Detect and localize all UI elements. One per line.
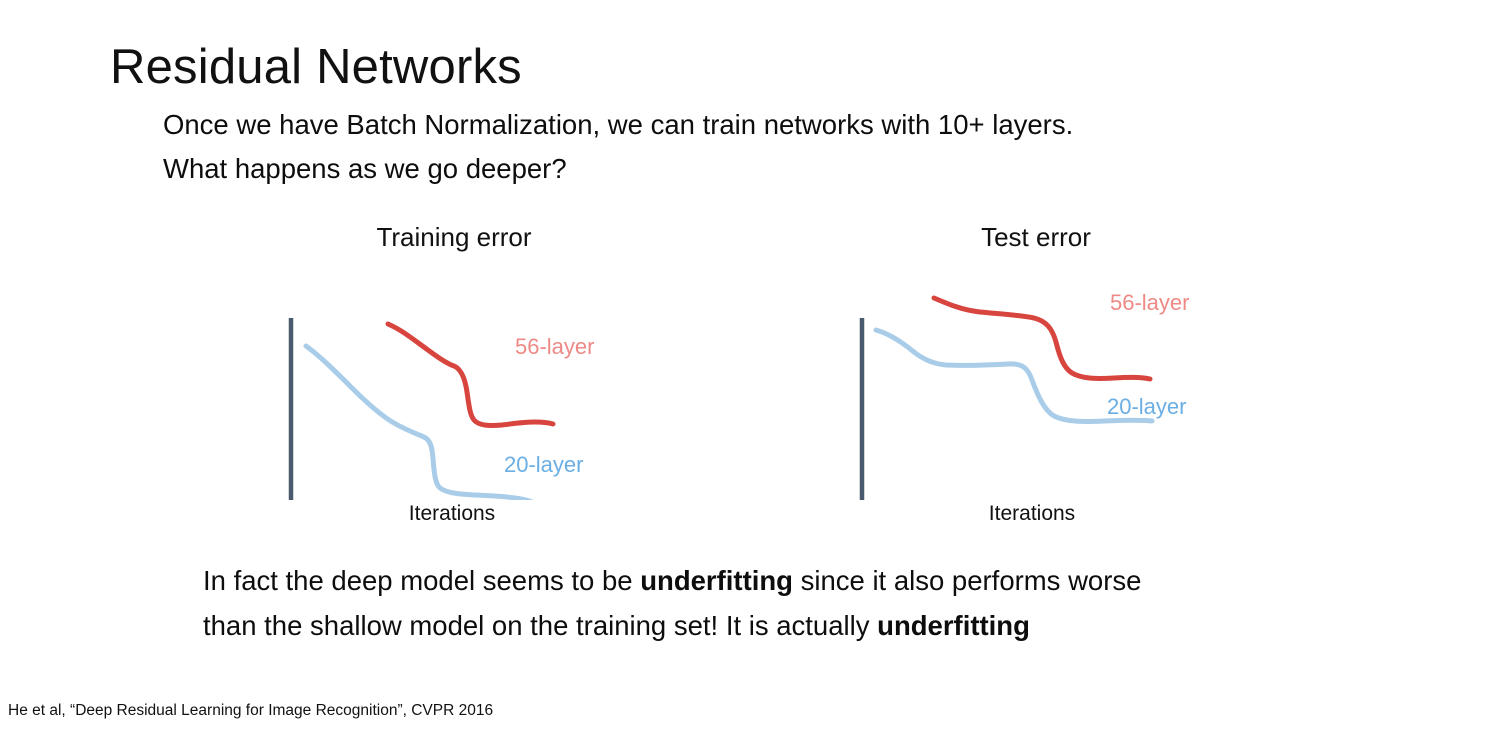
series-label-56-layer: 56-layer	[515, 334, 595, 359]
chart-test-error: Test error 56-layer 20-layer Iterations	[832, 222, 1189, 532]
series-20-layer-curve	[873, 327, 1155, 424]
conclusion-line-1-emphasis: underfitting	[640, 565, 793, 596]
training-error-plot	[288, 318, 556, 500]
conclusion-paragraph: In fact the deep model seems to be under…	[203, 558, 1383, 648]
x-axis-label-test: Iterations	[988, 502, 1076, 525]
intro-line-1: Once we have Batch Normalization, we can…	[163, 109, 1074, 140]
citation-text: He et al, “Deep Residual Learning for Im…	[8, 702, 494, 719]
conclusion-line-2-pre: than the shallow model on the training s…	[203, 610, 878, 641]
intro-line-2: What happens as we go deeper?	[163, 153, 567, 184]
conclusion-line-1: In fact the deep model seems to be under…	[203, 558, 1383, 603]
intro-paragraph: Once we have Batch Normalization, we can…	[163, 103, 1363, 191]
series-label-20-layer: 20-layer	[1107, 394, 1187, 419]
series-20-layer-curve	[303, 343, 534, 500]
chart-title-test: Test error	[981, 222, 1091, 252]
conclusion-line-2-emphasis: underfitting	[877, 610, 1030, 641]
conclusion-line-1-pre: In fact the deep model seems to be	[203, 565, 641, 596]
series-56-layer-curve	[931, 295, 1153, 382]
chart-title-training: Training error	[376, 222, 532, 252]
series-label-20-layer: 20-layer	[504, 452, 584, 477]
x-axis-label-training: Iterations	[408, 502, 496, 525]
test-error-plot	[859, 295, 1155, 500]
conclusion-line-2: than the shallow model on the training s…	[203, 603, 1383, 648]
conclusion-line-1-post: since it also performs worse	[792, 565, 1142, 596]
chart-training-error: Training error 56-layer 20-layer Iterati…	[262, 222, 602, 532]
series-label-56-layer: 56-layer	[1110, 290, 1190, 315]
series-56-layer-curve	[385, 321, 556, 428]
page-title: Residual Networks	[110, 39, 522, 94]
